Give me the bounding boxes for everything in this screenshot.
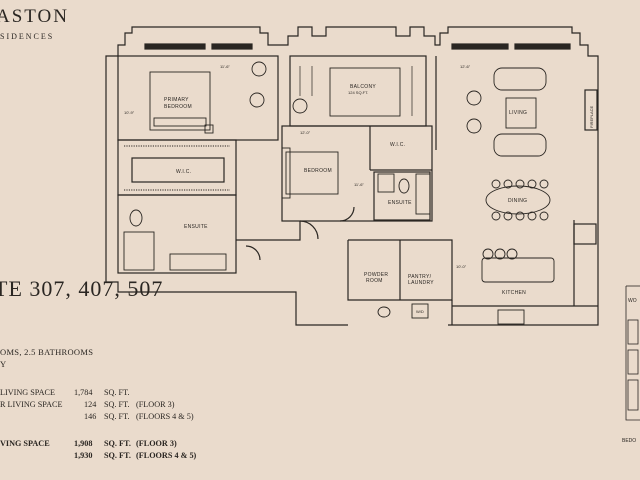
area-unit: SQ. FT. [104, 451, 131, 460]
rooms-summary: OMS, 2.5 BATHROOMS [0, 347, 94, 357]
key-plan: WO BEDO [622, 285, 640, 444]
area-value: 146 [84, 412, 97, 421]
area-value: 1,930 [74, 451, 93, 460]
area-unit: SQ. FT. [104, 439, 131, 448]
exterior-wall [117, 26, 599, 326]
room-label-wic-bedroom: W.I.C. [390, 142, 405, 148]
room-label-wic-primary: W.I.C. [176, 169, 191, 175]
room-label-primary-bedroom-2: BEDROOM [164, 104, 192, 110]
area-note: (FLOORS 4 & 5) [136, 412, 194, 421]
area-note: (FLOORS 4 & 5) [136, 451, 197, 460]
area-value: 124 [84, 400, 97, 409]
area-note: (FLOOR 3) [136, 400, 175, 409]
key-plan-label-top: WO [628, 298, 637, 304]
room-label-ensuite-primary: ENSUITE [184, 224, 208, 230]
room-label-powder-2: ROOM [366, 278, 383, 284]
dimension-label: 10'-9" [124, 110, 135, 115]
room-label-pantry-1: PANTRY/ [408, 274, 432, 280]
area-unit: SQ. FT. [104, 388, 130, 397]
area-note: (FLOOR 3) [136, 439, 177, 448]
room-label-balcony: BALCONY [350, 84, 376, 90]
rooms-extra: Y [0, 359, 7, 369]
dimension-label: 12'-6" [460, 64, 471, 69]
room-label-living: LIVING [509, 110, 527, 116]
room-label-fireplace: FIREPLACE [589, 105, 594, 128]
room-label-ensuite-bedroom: ENSUITE [388, 200, 412, 206]
area-value: 1,908 [74, 439, 93, 448]
room-label-bedroom: BEDROOM [304, 168, 332, 174]
area-unit: SQ. FT. [104, 412, 130, 421]
area-label: VING SPACE [0, 439, 50, 448]
room-label-kitchen: KITCHEN [502, 290, 526, 296]
room-label-pantry-2: LAUNDRY [408, 280, 434, 286]
dimension-label: 12'-0" [300, 130, 311, 135]
area-label: LIVING SPACE [0, 388, 55, 397]
room-label-primary-bedroom-1: PRIMARY [164, 97, 189, 103]
brand-name: ASTON [0, 6, 69, 27]
dimension-label: 11'-6" [220, 64, 230, 69]
room-label-balcony-area: 124 SQ.FT. [348, 90, 368, 95]
brand-subtitle: SIDENCES [0, 32, 55, 41]
area-label: R LIVING SPACE [0, 400, 63, 409]
suite-title: TE 307, 407, 507 [0, 276, 164, 301]
area-unit: SQ. FT. [104, 400, 130, 409]
room-label-powder-1: POWDER [364, 272, 388, 278]
key-plan-label-bottom: BEDO [622, 438, 636, 444]
dimension-label: 11'-6" [354, 182, 364, 187]
room-label-wd: W/D [416, 309, 424, 314]
dimension-label: 10'-0" [456, 264, 467, 269]
room-label-dining: DINING [508, 198, 527, 204]
area-value: 1,784 [74, 388, 93, 397]
